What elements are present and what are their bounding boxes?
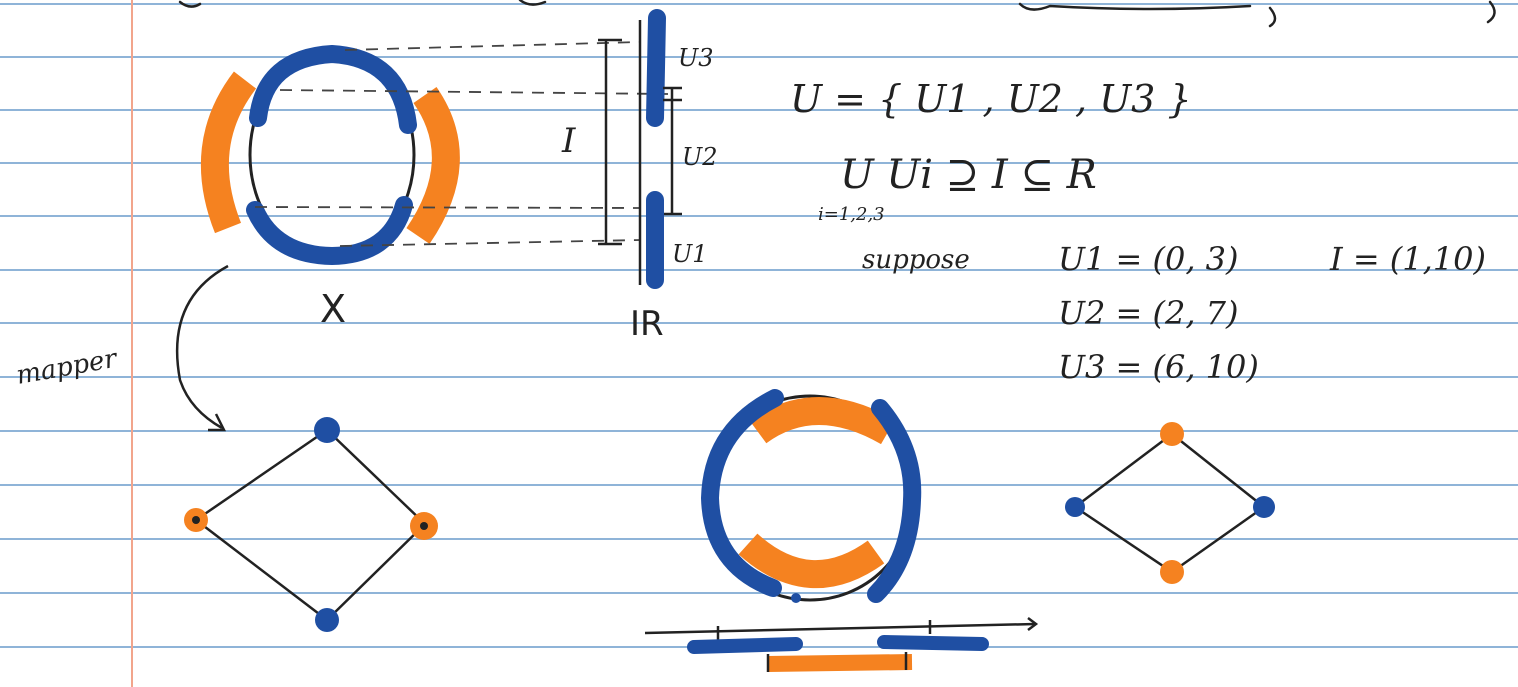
mapper-label: mapper	[14, 343, 120, 390]
u1-definition: U1 = (0, 3)	[1058, 240, 1239, 278]
blue-bar-right	[884, 642, 982, 644]
node-top-blue	[314, 417, 340, 443]
space-x-label: X	[320, 287, 346, 331]
orange-arc-left	[215, 80, 245, 228]
node-bottom-blue	[315, 608, 339, 632]
reals-label: IR	[630, 304, 664, 344]
orange-arc-right	[418, 95, 446, 236]
bottom-number-line	[645, 618, 1036, 672]
mapper-graph	[184, 417, 438, 632]
union-index: i=1,2,3	[818, 204, 885, 225]
interval-definition: I = (1,10)	[1329, 240, 1486, 278]
node-bottom-orange	[1160, 560, 1184, 584]
blue-bar-left	[694, 644, 796, 647]
u1-label: U1	[672, 240, 708, 268]
u3-definition: U3 = (6, 10)	[1058, 348, 1259, 386]
u2-definition: U2 = (2, 7)	[1058, 294, 1239, 332]
orange-arc-upper	[758, 411, 888, 432]
suppose-word: suppose	[862, 245, 970, 275]
mapper-graph-right	[1065, 422, 1275, 584]
union-statement: U Ui ⊇ I ⊆ R	[840, 152, 1097, 198]
interval-bracket	[598, 40, 622, 244]
orange-arc-lower	[748, 544, 876, 574]
cover-definition: U = { U1 , U2 , U3 }	[790, 77, 1192, 121]
middle-circle	[707, 396, 913, 603]
u3-label: U3	[678, 44, 714, 72]
node-top-orange	[1160, 422, 1184, 446]
node-left-blue	[1065, 497, 1085, 517]
space-x-circle	[215, 52, 446, 258]
equations: U = { U1 , U2 , U3 } U Ui ⊇ I ⊆ R i=1,2,…	[790, 77, 1486, 386]
interval-label: I	[561, 121, 576, 161]
node-right-blue	[1253, 496, 1275, 518]
u2-label: U2	[682, 143, 718, 171]
mapper-arrow	[177, 266, 228, 428]
orange-bar	[768, 662, 912, 664]
blue-arc-bottom	[255, 205, 404, 256]
